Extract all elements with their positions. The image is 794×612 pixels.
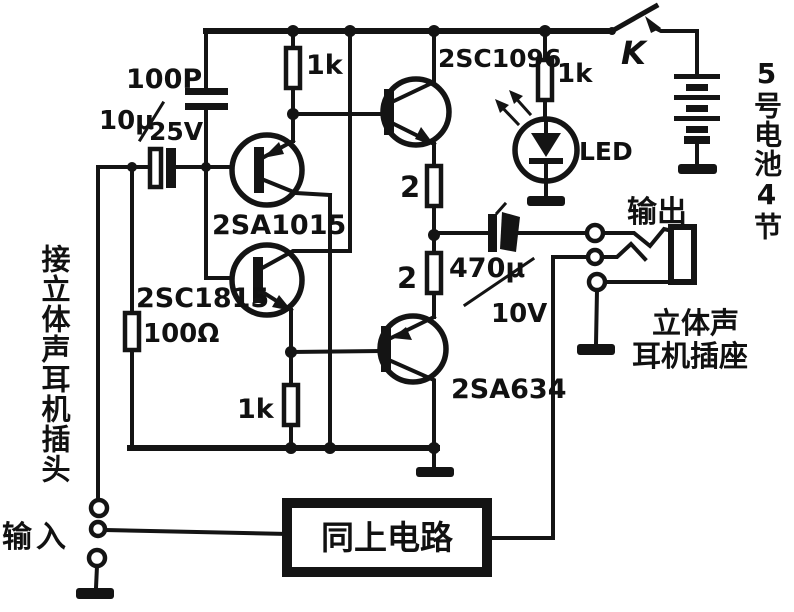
junction-dot: [344, 25, 356, 37]
label-r-out-lower: 2: [397, 261, 417, 295]
label-c-out-value: 470μ: [449, 253, 525, 284]
label-c-in-voltage: 25V: [149, 117, 204, 146]
label-led: LED: [579, 137, 633, 166]
ground-symbol-jack: [577, 344, 615, 355]
wire-q2-to-q4-base: [288, 348, 384, 355]
battery-label: 5号电池4节: [750, 57, 783, 241]
label-q1: 2SA1015: [212, 210, 346, 241]
ground-symbol-battery: [678, 164, 717, 174]
label-c-out-voltage: 10V: [491, 299, 547, 329]
ground-symbol-output-stage: [416, 446, 454, 477]
channel-box-label: 同上电路: [321, 518, 454, 557]
label-switch: K: [621, 34, 648, 72]
label-r-out-upper: 2: [400, 170, 420, 204]
switch-k: [608, 2, 699, 76]
ground-symbol-input: [76, 588, 114, 599]
capacitor-100p: [185, 29, 228, 169]
fraction-slash: [137, 100, 166, 143]
channel-box: 同上电路: [282, 255, 590, 577]
transistor-q2-2sc1815: [204, 242, 352, 354]
transistor-q3-2sc1096: [380, 29, 452, 168]
fraction-slash: [462, 256, 536, 308]
capacitor-470u-10v: [432, 201, 589, 308]
label-r-input: 100Ω: [143, 319, 219, 349]
transistor-q1-2sa1015: [229, 113, 333, 208]
resistor-1k-led: [535, 29, 555, 122]
label-output: 输出: [627, 195, 687, 230]
led-symbol: [495, 90, 580, 198]
label-r-q2-load: 1k: [237, 394, 275, 425]
ground-symbol-led: [527, 196, 565, 206]
junction-dot: [324, 442, 336, 454]
resistor-2ohm-upper: [424, 163, 444, 237]
junction-dot: [428, 25, 440, 37]
resistor-1k-q1: [283, 29, 303, 116]
label-r-q1-load: 1k: [306, 50, 344, 81]
headphone-jack: [584, 222, 697, 347]
label-headphone-jack-2: 耳机插座: [632, 339, 748, 373]
junction-dot: [285, 442, 297, 454]
label-q2: 2SC1815: [136, 283, 269, 314]
label-headphone-jack-1: 立体声: [652, 306, 739, 340]
resistor-1k-q2: [281, 350, 301, 450]
input-plug-label: 接立体声耳机插头: [37, 244, 71, 484]
resistor-100ohm: [122, 165, 142, 450]
input-label: 输入: [2, 520, 70, 555]
transistor-q4-2sa634: [377, 313, 449, 450]
battery-symbol: [674, 74, 720, 166]
label-c-feedback: 100P: [126, 64, 202, 95]
label-r-led: 1k: [557, 59, 593, 89]
junction-dot: [287, 25, 299, 37]
input-terminals: [86, 165, 290, 591]
resistor-2ohm-lower: [424, 233, 444, 319]
label-q4: 2SA634: [451, 374, 567, 405]
label-q3: 2SC1096: [438, 44, 561, 73]
